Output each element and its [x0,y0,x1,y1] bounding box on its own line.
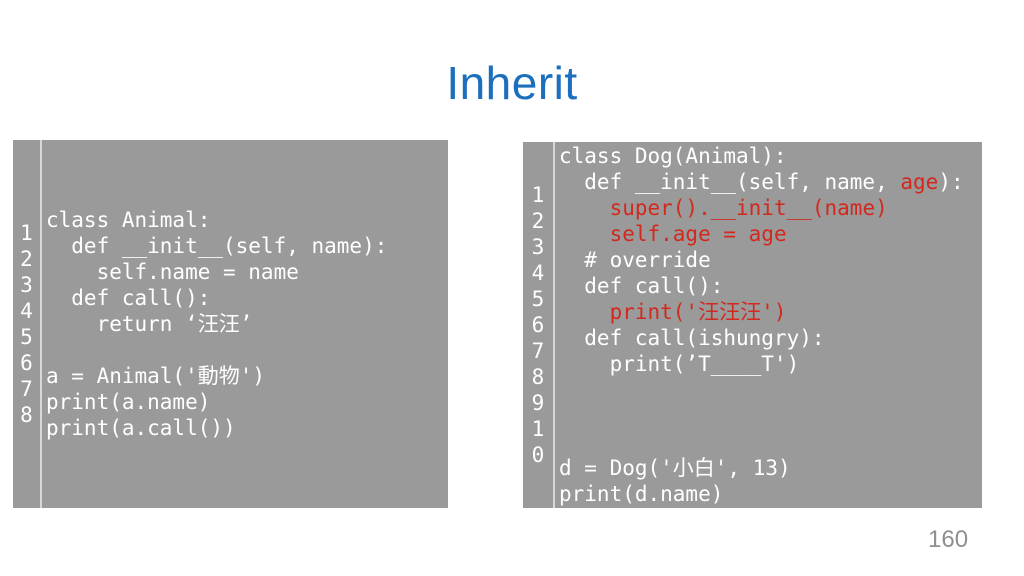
code-segment: return ‘汪汪’ [46,312,253,336]
code-line: class Dog(Animal): [559,143,982,169]
code-segment-highlighted: super().__init__(name) [609,196,888,220]
code-line [559,377,982,403]
code-segment [559,196,610,220]
line-number: 2 [20,247,33,271]
code-segment-highlighted: age [900,170,939,194]
gutter-divider [40,140,42,508]
line-number: 8 [20,403,33,427]
code-line: def __init__(self, name): [46,233,448,259]
code-segment: ): [938,170,964,194]
gutter-divider [553,142,555,508]
code-line: print(a.name) [46,389,448,415]
page-title: Inherit [446,57,578,109]
code-segment: def __init__(self, name, [559,170,901,194]
code-line: def call(): [46,285,448,311]
page-number: 160 [928,526,969,553]
line-number: 8 [531,365,545,389]
code-line: d = Dog('小白', 13) [559,455,982,481]
line-number: 5 [20,325,33,349]
line-number: 5 [531,287,545,311]
code-line: a = Animal('動物') [46,363,448,389]
line-number: 9 [531,391,545,415]
code-line: self.name = name [46,259,448,285]
code-line: def call(): [559,273,982,299]
code-line [559,429,982,455]
code-segment: self.name = name [46,260,299,284]
code-segment: class Animal: [46,208,211,232]
line-number: 6 [531,313,545,337]
line-number: 7 [20,377,33,401]
code-segment: def __init__(self, name): [46,234,388,258]
code-segment: a = Animal('動物') [46,364,266,388]
code-line: print(d.name) [559,481,982,507]
line-number: 1 [20,221,33,245]
line-number: 7 [531,339,545,363]
code-segment-highlighted: print('汪汪汪') [609,300,787,324]
code-segment-highlighted: self.age = age [609,222,787,246]
code-segment: # override [559,248,711,272]
code-line: super().__init__(name) [559,195,982,221]
code-segment: class Dog(Animal): [559,144,787,168]
code-line: print('汪汪汪') [559,299,982,325]
code-content-animal: class Animal: def __init__(self, name): … [42,140,448,508]
code-segment [559,300,610,324]
code-content-dog: class Dog(Animal): def __init__(self, na… [555,142,982,508]
line-number: 4 [20,299,33,323]
code-line: print(a.call()) [46,415,448,441]
line-number: 6 [20,351,33,375]
line-number: 3 [531,235,545,259]
code-line: print(’T____T') [559,351,982,377]
code-segment: def call(): [46,286,211,310]
line-number: 3 [20,273,33,297]
code-segment: print(a.name) [46,390,211,414]
line-number: 0 [531,443,545,467]
code-segment: def call(): [559,274,724,298]
code-segment: print(’T____T') [559,352,800,376]
code-line: def __init__(self, name, age): [559,169,982,195]
code-segment: print(d.name) [559,482,724,506]
code-line [559,403,982,429]
line-number: 1 [531,183,545,207]
code-line: self.age = age [559,221,982,247]
code-line: def call(ishungry): [559,325,982,351]
code-line: # override [559,247,982,273]
code-segment: d = Dog('小白', 13) [559,456,791,480]
line-number: 4 [531,261,545,285]
code-segment [559,222,610,246]
code-segment: def call(ishungry): [559,326,825,350]
line-number: 1 [531,417,545,441]
code-line: return ‘汪汪’ [46,311,448,337]
code-line [46,337,448,363]
code-segment: print(a.call()) [46,416,236,440]
code-line: class Animal: [46,207,448,233]
line-number: 2 [531,209,545,233]
